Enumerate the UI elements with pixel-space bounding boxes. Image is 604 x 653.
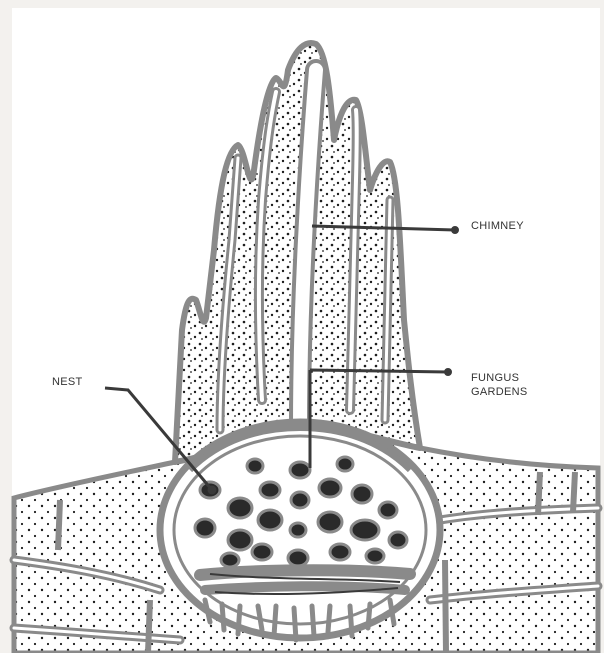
chimney-label: CHIMNEY [471,219,524,233]
nest-chamber [160,422,440,640]
nest-label: NEST [52,375,83,389]
fungus-gardens-label-line1: FUNGUS [471,371,528,385]
fungus-gardens-label: FUNGUS GARDENS [471,371,528,399]
fungus-gardens-label-line2: GARDENS [471,385,528,399]
